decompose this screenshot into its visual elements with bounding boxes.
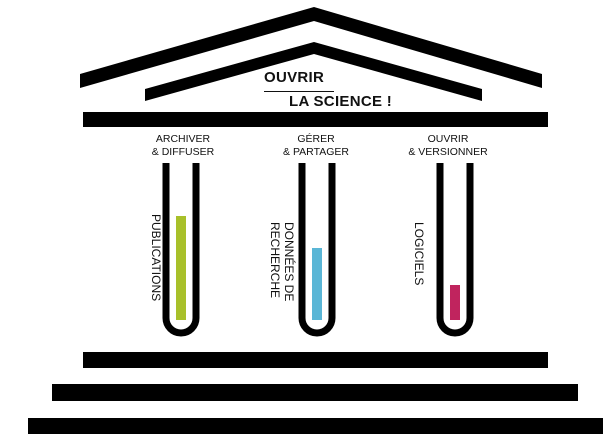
test-tube-donnees: [302, 163, 332, 333]
base-steps: [28, 352, 603, 434]
label-line-1: PUBLICATIONS: [149, 214, 163, 301]
title-line-1: OUVRIR: [264, 70, 324, 85]
step-top: [83, 352, 548, 368]
label-line-1: LOGICIELS: [412, 222, 426, 285]
title-line-2: LA SCIENCE !: [289, 94, 392, 109]
heading-line-2: & PARTAGER: [261, 146, 371, 159]
tube-fill: [450, 285, 460, 320]
title-underline: [264, 91, 334, 92]
label-line-2: RECHERCHE: [268, 222, 282, 301]
column-heading-archiver: ARCHIVER & DIFFUSER: [128, 133, 238, 159]
heading-line-2: & VERSIONNER: [393, 146, 503, 159]
test-tube-publications: [166, 163, 196, 333]
tube-label-logiciels: LOGICIELS: [412, 222, 426, 285]
step-bottom: [28, 418, 603, 434]
test-tube-logiciels: [440, 163, 470, 333]
column-heading-ouvrir: OUVRIR & VERSIONNER: [393, 133, 503, 159]
step-middle: [52, 384, 578, 401]
entablature: [83, 112, 548, 127]
heading-line-1: ARCHIVER: [128, 133, 238, 146]
column-heading-gerer: GÉRER & PARTAGER: [261, 133, 371, 159]
roof: [80, 7, 542, 101]
tube-label-donnees: DONNÉES DE RECHERCHE: [268, 222, 296, 301]
tube-fill: [312, 248, 322, 320]
tube-fill: [176, 216, 186, 320]
heading-line-1: OUVRIR: [393, 133, 503, 146]
heading-line-2: & DIFFUSER: [128, 146, 238, 159]
heading-line-1: GÉRER: [261, 133, 371, 146]
label-line-1: DONNÉES DE: [282, 222, 296, 301]
tube-label-publications: PUBLICATIONS: [149, 214, 163, 301]
